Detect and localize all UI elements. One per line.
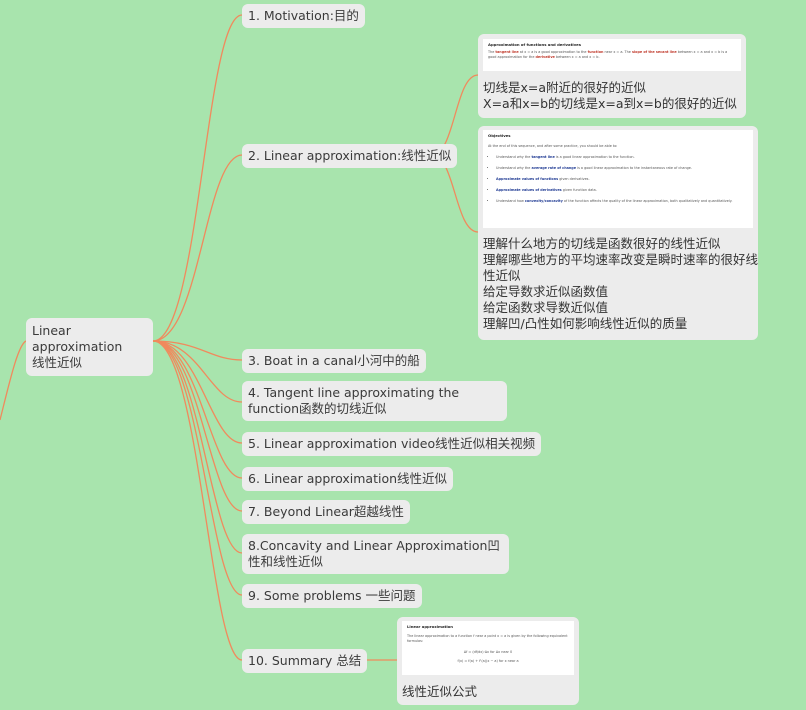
approximation-paper-image: Approximation of functions and derivativ…: [483, 39, 741, 71]
paper-title: Linear approximation: [407, 624, 453, 629]
note-line: X=a和x=b的切线是x=a到x=b的很好的近似: [483, 96, 737, 111]
note-line: 线性近似公式: [402, 684, 478, 699]
note-line: 性近似: [483, 268, 521, 283]
paper-text: The linear approximation to a function f…: [407, 634, 568, 643]
topic-summary[interactable]: 10. Summary 总结: [242, 649, 368, 673]
list-item: Understand why the tangent line is a goo…: [496, 155, 748, 160]
topic-linear-approximation-2[interactable]: 6. Linear approximation线性近似: [242, 467, 454, 491]
paper-text: The tangent line at x = a is a good appr…: [488, 50, 728, 59]
topic-label: 2. Linear approximation:线性近似: [248, 148, 452, 163]
topic-problems[interactable]: 9. Some problems 一些问题: [242, 584, 422, 608]
topic-label: 9. Some problems 一些问题: [248, 588, 416, 603]
topic-beyond-linear[interactable]: 7. Beyond Linear超越线性: [242, 500, 410, 524]
topic-label: 4. Tangent line approximating the functi…: [248, 385, 460, 416]
summary-paper-image: Linear approximation The linear approxim…: [402, 621, 574, 675]
objectives-paper-image: Objectives At the end of this sequence, …: [483, 130, 753, 228]
paper-formula: Δf ≈ (df/dx)·Δx for Δx near 0: [463, 650, 513, 654]
paper-title: Approximation of functions and derivativ…: [488, 42, 582, 47]
topic-label: 8.Concavity and Linear Approximation凹性和线…: [248, 538, 500, 569]
topic-linear-approximation[interactable]: 2. Linear approximation:线性近似: [242, 144, 458, 168]
topic-label: 6. Linear approximation线性近似: [248, 471, 448, 486]
topic-concavity[interactable]: 8.Concavity and Linear Approximation凹性和线…: [242, 534, 509, 574]
topic10-card-summary[interactable]: Linear approximation The linear approxim…: [397, 617, 579, 705]
root-node[interactable]: Linear approximation 线性近似: [26, 318, 153, 376]
list-item: Understand why the average rate of chang…: [496, 166, 748, 171]
paper-title: Objectives: [488, 133, 511, 138]
card-notes: 理解什么地方的切线是函数很好的线性近似 理解哪些地方的平均速率改变是瞬时速率的很…: [483, 236, 758, 332]
paper-formula: f(x) ≈ f(a) + f'(a)(x − a) for x near a: [457, 659, 519, 663]
root-label-line2: 线性近似: [32, 355, 83, 370]
list-item: Approximate values of functions given de…: [496, 177, 748, 182]
topic-motivation[interactable]: 1. Motivation:目的: [242, 4, 365, 28]
topic-label: 7. Beyond Linear超越线性: [248, 504, 404, 519]
note-line: 理解凹/凸性如何影响线性近似的质量: [483, 316, 688, 331]
note-line: 理解哪些地方的平均速率改变是瞬时速率的很好线: [483, 252, 759, 267]
topic2-card-objectives[interactable]: Objectives At the end of this sequence, …: [478, 126, 758, 340]
paper-intro: At the end of this sequence, and after s…: [488, 144, 618, 148]
note-line: 给定导数求近似函数值: [483, 284, 609, 299]
paper-objectives-list: Understand why the tangent line is a goo…: [488, 155, 748, 204]
note-line: 给定函数求导数近似值: [483, 300, 609, 315]
topic-label: 5. Linear approximation video线性近似相关视频: [248, 436, 536, 451]
topic-tangent-line[interactable]: 4. Tangent line approximating the functi…: [242, 381, 507, 421]
list-item: Approximate values of derivatives given …: [496, 188, 748, 193]
topic-boat-in-canal[interactable]: 3. Boat in a canal小河中的船: [242, 349, 426, 373]
topic-label: 10. Summary 总结: [248, 653, 362, 668]
list-item: Understand how convexity/concavity of th…: [496, 199, 748, 204]
topic-label: 3. Boat in a canal小河中的船: [248, 353, 420, 368]
note-line: 切线是x=a附近的很好的近似: [483, 80, 647, 95]
topic-label: 1. Motivation:目的: [248, 8, 359, 23]
card-notes: 切线是x=a附近的很好的近似 X=a和x=b的切线是x=a到x=b的很好的近似: [483, 80, 737, 112]
topic-video[interactable]: 5. Linear approximation video线性近似相关视频: [242, 432, 542, 456]
note-line: 理解什么地方的切线是函数很好的线性近似: [483, 236, 721, 251]
card-notes: 线性近似公式: [402, 684, 477, 700]
topic2-card-tangent[interactable]: Approximation of functions and derivativ…: [478, 34, 746, 118]
root-label-line1: Linear approximation: [32, 323, 123, 354]
